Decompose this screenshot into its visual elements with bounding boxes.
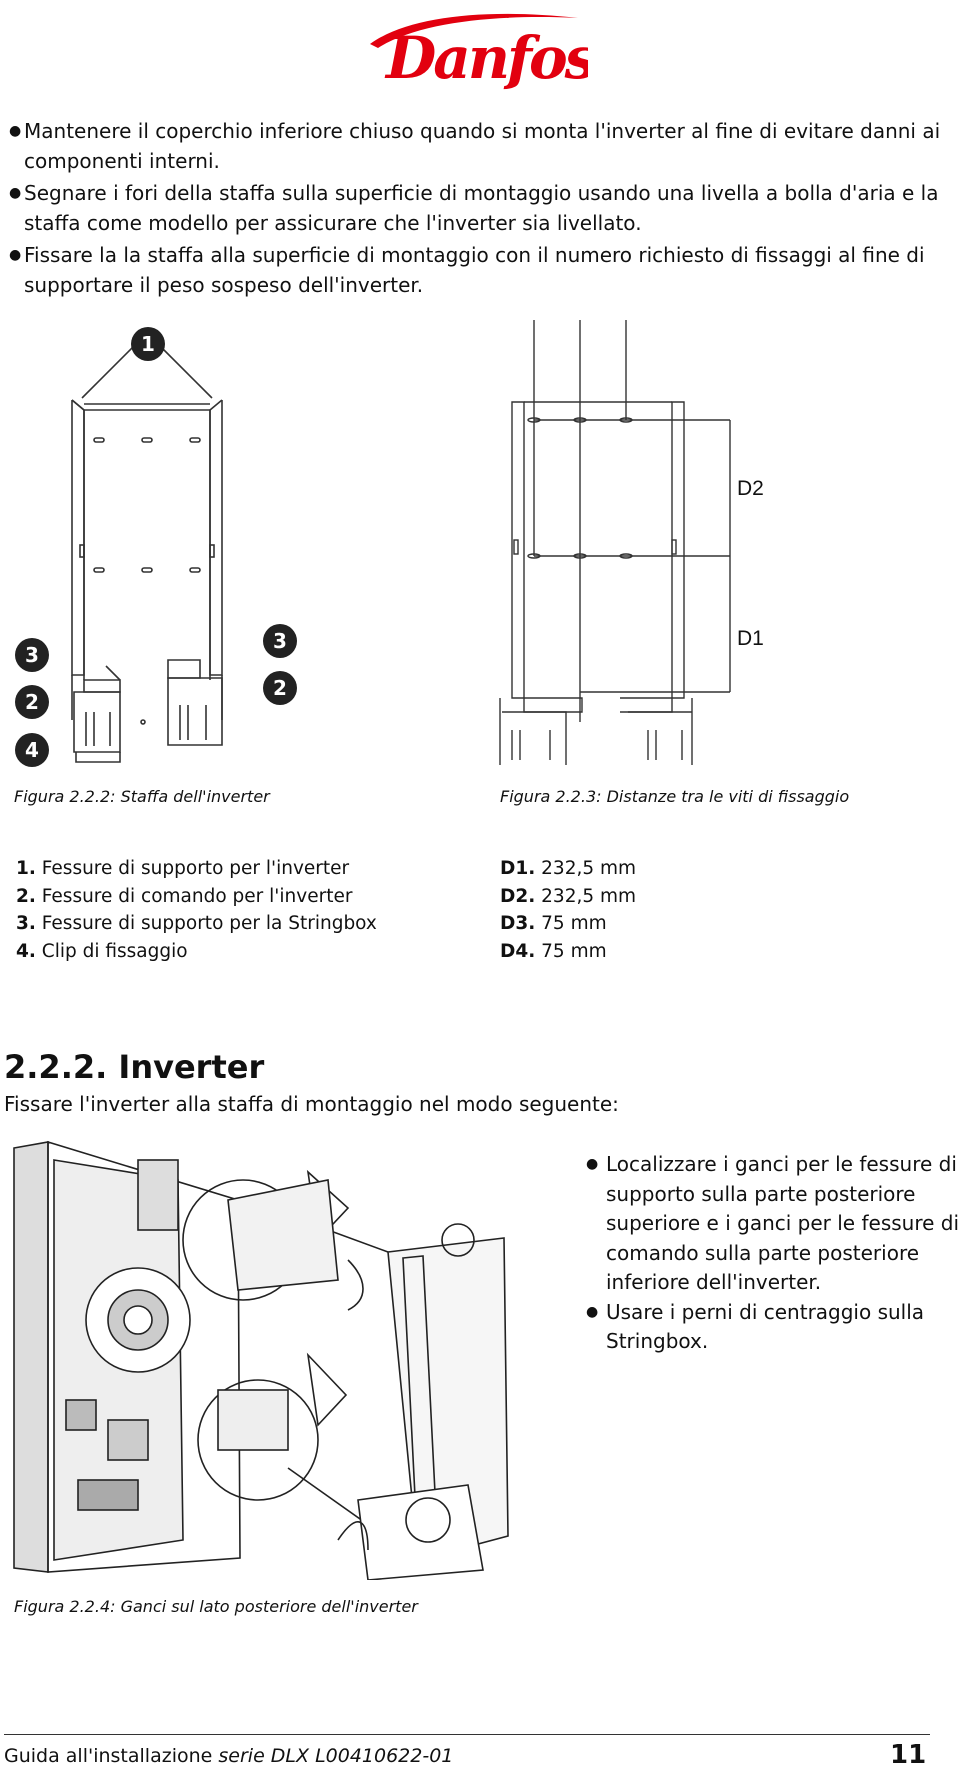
intro-bullet-list: ●Mantenere il coperchio inferiore chiuso… bbox=[8, 116, 948, 302]
bracket-legend: 1. Fessure di supporto per l'inverter 2.… bbox=[16, 855, 377, 965]
page-number: 11 bbox=[890, 1740, 927, 1770]
legend-item: D2. 232,5 mm bbox=[500, 885, 637, 907]
distances-figure: D3 D4 D2 D1 bbox=[499, 320, 764, 765]
intro-bullet: ●Fissare la la staffa alla superficie di… bbox=[9, 243, 925, 297]
distances-legend: D1. 232,5 mm D2. 232,5 mm D3. 75 mm D4. … bbox=[500, 855, 636, 965]
legend-item: 4. Clip di fissaggio bbox=[16, 940, 188, 962]
callout-3-left: 3 bbox=[25, 643, 39, 667]
label-d2: D2 bbox=[737, 477, 764, 500]
legend-item: 1. Fessure di supporto per l'inverter bbox=[16, 858, 350, 879]
legend-item: 3. Fessure di supporto per la Stringbox bbox=[16, 913, 377, 934]
section-title: 2.2.2. Inverter bbox=[4, 1048, 265, 1086]
figure-caption-hooks: Figura 2.2.4: Ganci sul lato posteriore … bbox=[14, 1597, 418, 1616]
legend-item: 2. Fessure di comando per l'inverter bbox=[16, 885, 353, 907]
section-intro: Fissare l'inverter alla staffa di montag… bbox=[4, 1092, 619, 1116]
svg-text:Danfoss: Danfoss bbox=[384, 24, 588, 92]
figure-caption-distances: Figura 2.2.3: Distanze tra le viti di fi… bbox=[500, 787, 850, 806]
inverter-hooks-figure bbox=[13, 1140, 509, 1580]
section-bullet: ●Usare i perni di centraggio sulla Strin… bbox=[586, 1299, 925, 1354]
legend-item: D1. 232,5 mm bbox=[500, 858, 637, 879]
intro-bullet: ●Segnare i fori della staffa sulla super… bbox=[9, 181, 939, 235]
label-d3: D3 bbox=[548, 320, 575, 322]
section-bullet-list: ●Localizzare i ganci per le fessure di s… bbox=[582, 1150, 960, 1357]
callout-2-left: 2 bbox=[25, 690, 39, 714]
legend-item: D4. 75 mm bbox=[500, 940, 607, 962]
figure-caption-bracket: Figura 2.2.2: Staffa dell'inverter bbox=[14, 787, 270, 806]
intro-bullet: ●Mantenere il coperchio inferiore chiuso… bbox=[9, 119, 941, 173]
callout-2-right: 2 bbox=[273, 676, 287, 700]
legend-item: D3. 75 mm bbox=[500, 913, 607, 934]
bracket-figure: 1 3 2 4 3 2 bbox=[15, 327, 297, 767]
footer-doc-id: Guida all'installazione serie DLX L00410… bbox=[4, 1745, 454, 1767]
danfoss-logo: Danfoss bbox=[370, 13, 588, 92]
callout-4: 4 bbox=[25, 738, 39, 762]
callout-1: 1 bbox=[141, 332, 155, 356]
footer-divider bbox=[4, 1734, 930, 1735]
section-bullet: ●Localizzare i ganci per le fessure di s… bbox=[586, 1152, 960, 1294]
callout-3-right: 3 bbox=[273, 629, 287, 653]
label-d1: D1 bbox=[737, 627, 764, 650]
